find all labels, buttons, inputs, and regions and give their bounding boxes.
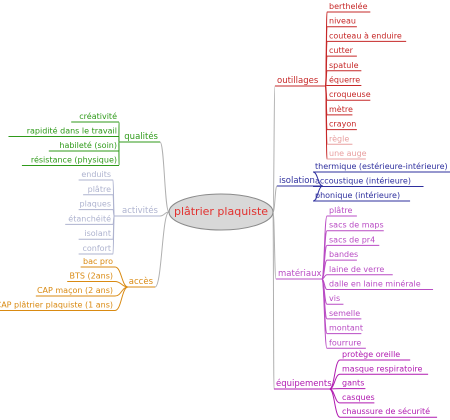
isolation-item[interactable]: phonique (intérieure) xyxy=(315,190,400,200)
connector-equipements xyxy=(272,211,275,390)
branch-equipements[interactable]: équipements xyxy=(276,378,332,389)
outillages-item[interactable]: berthelée xyxy=(329,1,368,11)
materiaux-item[interactable]: plâtre xyxy=(329,206,352,215)
connector-qualites xyxy=(159,141,170,213)
activites-item[interactable]: plâtre xyxy=(88,185,111,194)
isolation-item[interactable]: accoustique (intérieure) xyxy=(315,176,411,186)
branch-isolation[interactable]: isolation xyxy=(279,176,315,186)
isolation-item[interactable]: thermique (estérieure-intérieure) xyxy=(315,161,448,171)
materiaux-item[interactable]: dalle en laine minérale xyxy=(329,279,421,289)
connector-outillages-item xyxy=(325,85,328,160)
connector-activites-item xyxy=(112,215,115,255)
branch-outillages[interactable]: outillages xyxy=(277,76,319,86)
equipements-item[interactable]: protège oreille xyxy=(342,349,400,359)
outillages-item[interactable]: niveau xyxy=(329,17,356,26)
branch-acces[interactable]: accès xyxy=(129,276,154,287)
materiaux-item[interactable]: laine de verre xyxy=(329,265,384,274)
central-node-label: plâtrier plaquiste xyxy=(174,205,268,218)
outillages-item[interactable]: équerre xyxy=(329,75,360,85)
materiaux-item[interactable]: fourrure xyxy=(329,338,361,347)
qualites-item[interactable]: habileté (soin) xyxy=(59,140,117,150)
branch-qualites[interactable]: qualités xyxy=(124,131,158,142)
outillages-item[interactable]: croqueuse xyxy=(329,90,371,99)
activites-item[interactable]: étanchéité xyxy=(68,213,111,223)
acces-item[interactable]: CAP maçon (2 ans) xyxy=(37,286,113,295)
materiaux-item[interactable]: semelle xyxy=(329,309,360,318)
activites-item[interactable]: plaques xyxy=(80,200,111,209)
equipements-item[interactable]: chaussure de sécurité xyxy=(342,406,430,416)
equipements-item[interactable]: casques xyxy=(342,393,375,402)
branch-materiaux[interactable]: matériaux xyxy=(278,268,322,279)
outillages-item[interactable]: une auge xyxy=(329,149,367,158)
outillages-item[interactable]: couteau à enduire xyxy=(329,31,402,40)
materiaux-item[interactable]: montant xyxy=(329,324,363,333)
materiaux-item[interactable]: sacs de pr4 xyxy=(329,235,375,244)
activites-item[interactable]: confort xyxy=(83,244,112,253)
connector-acces-item xyxy=(114,286,129,311)
outillages-item[interactable]: règle xyxy=(329,133,349,143)
central-node[interactable]: plâtrier plaquiste xyxy=(168,193,274,231)
acces-item[interactable]: BTS (2ans) xyxy=(70,272,113,281)
outillages-item[interactable]: cutter xyxy=(329,46,354,55)
acces-item[interactable]: CAP plâtrier plaquiste (1 ans) xyxy=(0,301,113,310)
branch-activites[interactable]: activités xyxy=(122,205,159,216)
equipements-item[interactable]: masque respiratoire xyxy=(342,364,423,373)
outillages-item[interactable]: crayon xyxy=(329,120,356,129)
connector-outillages xyxy=(272,85,276,213)
outillages-item[interactable]: mètre xyxy=(329,104,353,114)
connector-materiaux-item xyxy=(321,278,328,349)
qualites-item[interactable]: rapidité dans le travail xyxy=(27,126,117,136)
activites-item[interactable]: isolant xyxy=(84,229,111,238)
qualites-item[interactable]: créativité xyxy=(79,111,117,121)
connector-acces xyxy=(154,211,170,288)
connector-materiaux xyxy=(272,211,277,280)
central-node-ellipse xyxy=(168,193,274,231)
qualites-item[interactable]: résistance (physique) xyxy=(31,155,117,165)
acces-item[interactable]: bac pro xyxy=(83,257,113,266)
equipements-item[interactable]: gants xyxy=(342,379,364,388)
materiaux-item[interactable]: sacs de maps xyxy=(329,221,384,230)
materiaux-item[interactable]: bandes xyxy=(329,250,358,259)
materiaux-item[interactable]: vis xyxy=(329,294,340,303)
activites-item[interactable]: enduits xyxy=(81,170,111,179)
outillages-item[interactable]: spatule xyxy=(329,61,359,70)
connector-equipements-item xyxy=(329,388,341,418)
